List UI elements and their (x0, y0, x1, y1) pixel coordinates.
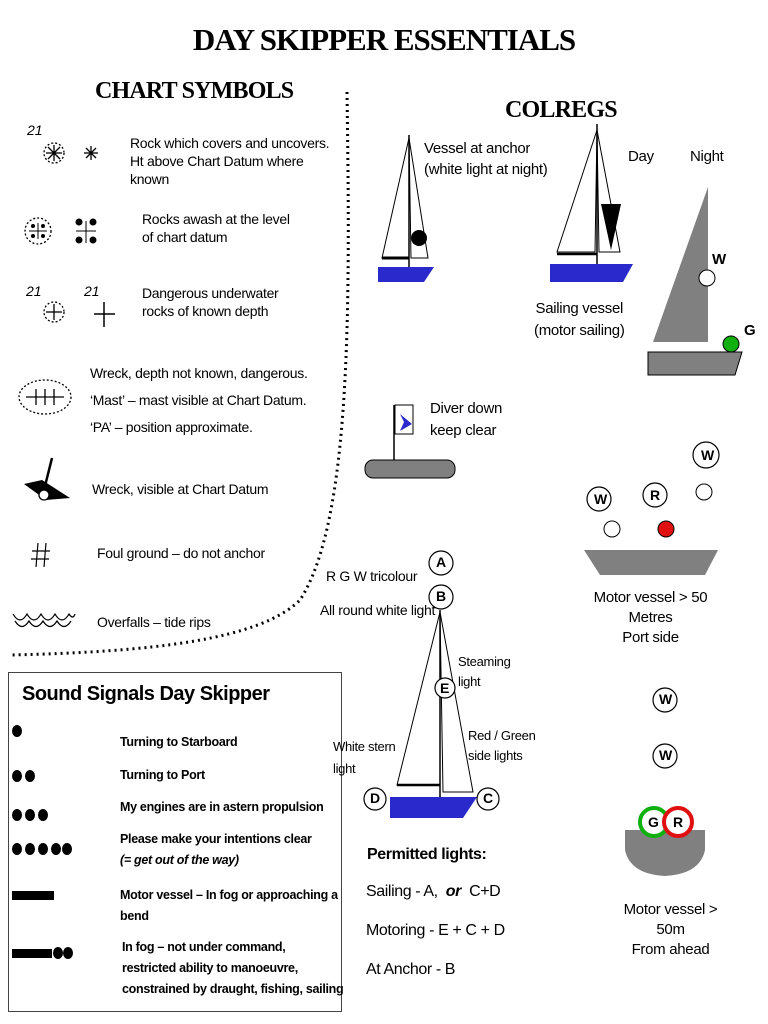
signal-label: In fog – not under command,restricted ab… (122, 940, 344, 996)
symbol-rock-covers: 21 (24, 122, 104, 172)
rock-covers-text: Rock which covers and uncovers.Ht above … (130, 135, 330, 187)
wreck-visible-text: Wreck, visible at Chart Datum (92, 481, 269, 497)
signal-label: Turning to Starboard (120, 735, 238, 749)
motor-vessel-port-icon (584, 441, 720, 575)
light-r-label: R (650, 487, 661, 503)
dangerous-rocks-icon (43, 301, 115, 327)
light-b-label: B (436, 588, 447, 604)
long-blast-icon (12, 949, 52, 958)
lights-sailboat-icon (363, 550, 500, 818)
chart-symbols-heading: CHART SYMBOLS (95, 78, 294, 104)
overfalls-icon (12, 612, 76, 628)
long-blast-icon (12, 891, 54, 900)
short-blast-icon (63, 947, 73, 959)
foul-ground-icon (31, 542, 50, 568)
light-g-label: G (744, 322, 756, 339)
short-blast-icon (38, 809, 48, 821)
short-blast-icon (38, 843, 48, 855)
sound-signals-box (8, 672, 342, 1012)
short-blast-icon (12, 725, 22, 737)
anchored-sailboat-icon (378, 135, 434, 282)
signal-label: Turning to Port (120, 768, 205, 782)
short-blast-icon (12, 843, 22, 855)
signal-label: My engines are in astern propulsion (120, 800, 324, 814)
diver-boat-icon (364, 404, 456, 479)
signal-label: Please make your intentions clear (= get… (120, 832, 312, 867)
light-a-label: A (436, 554, 447, 570)
short-blast-icon (25, 809, 35, 821)
day-label: Day (628, 148, 654, 165)
motor-vessel-ahead-icon (625, 687, 705, 876)
wreck-dangerous-text: Wreck, depth not known, dangerous. ‘Mast… (90, 365, 308, 435)
light-w-label: W (659, 691, 673, 707)
allround-label: All round white light (320, 602, 436, 618)
rocks-awash-icon (24, 217, 97, 245)
sub-label: 21 (26, 283, 42, 299)
short-blast-icon (25, 770, 35, 782)
light-r-label: R (673, 814, 684, 830)
rock-covers-icon (43, 142, 98, 164)
short-blast-icon (53, 947, 63, 959)
light-g-label: G (648, 814, 659, 830)
light-w-label: W (701, 447, 715, 463)
short-blast-icon (25, 843, 35, 855)
sub-label: 21 (84, 283, 100, 299)
night-motor-sailing-icon (647, 187, 743, 376)
symbol-dangerous-rocks: 21 21 (22, 283, 122, 333)
light-w-label: W (594, 491, 608, 507)
light-c-label: C (483, 790, 494, 806)
permitted-sailing: Sailing - A, or C+D (366, 883, 501, 900)
light-e-label: E (440, 680, 450, 696)
motor-sailing-caption: Sailing vessel(motor sailing) (534, 300, 625, 339)
short-blast-icon (51, 843, 61, 855)
motor-sailing-boat-icon (550, 124, 633, 282)
tricolour-label: R G W tricolour (326, 568, 418, 584)
foul-ground-text: Foul ground – do not anchor (97, 545, 265, 561)
permitted-title: Permitted lights: (367, 846, 487, 863)
permitted-anchor: At Anchor - B (366, 961, 456, 978)
sound-signals-title: Sound Signals Day Skipper (22, 683, 270, 705)
anchor-caption: Vessel at anchor(white light at night) (424, 140, 548, 178)
short-blast-icon (12, 809, 22, 821)
overfalls-text: Overfalls – tide rips (97, 614, 211, 630)
page-title: DAY SKIPPER ESSENTIALS (192, 22, 576, 57)
sub-label: 21 (27, 122, 43, 138)
light-d-label: D (370, 790, 381, 806)
light-w-label: W (659, 747, 673, 763)
short-blast-icon (62, 843, 72, 855)
short-blast-icon (12, 770, 22, 782)
colregs-heading: COLREGS (505, 97, 618, 123)
wreck-dangerous-icon (18, 379, 72, 415)
light-w-label: W (712, 251, 727, 268)
night-label: Night (690, 148, 724, 165)
wreck-visible-icon (24, 457, 70, 501)
permitted-motoring: Motoring - E + C + D (366, 922, 505, 939)
